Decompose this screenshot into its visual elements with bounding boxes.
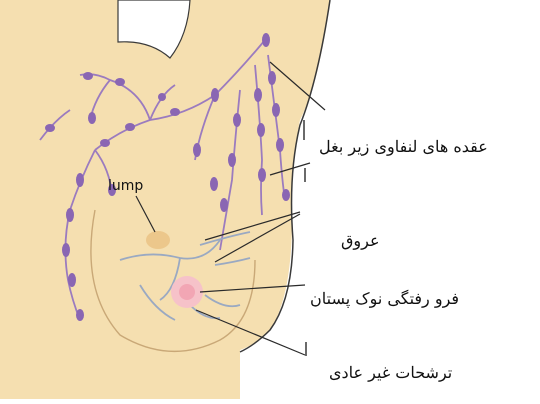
label-axillary-lymph-nodes: عقده های لنفاوی زیر بغل (316, 136, 491, 157)
nipple (179, 284, 195, 300)
label-lump: lump (108, 178, 143, 194)
label-abnormal-discharge: ترشحات غیر عادی (326, 362, 455, 383)
label-nipple-retraction: فرو رفتگی نوک پستان (307, 288, 462, 309)
lump-shape (146, 231, 170, 249)
label-veins: عروق (338, 230, 383, 251)
